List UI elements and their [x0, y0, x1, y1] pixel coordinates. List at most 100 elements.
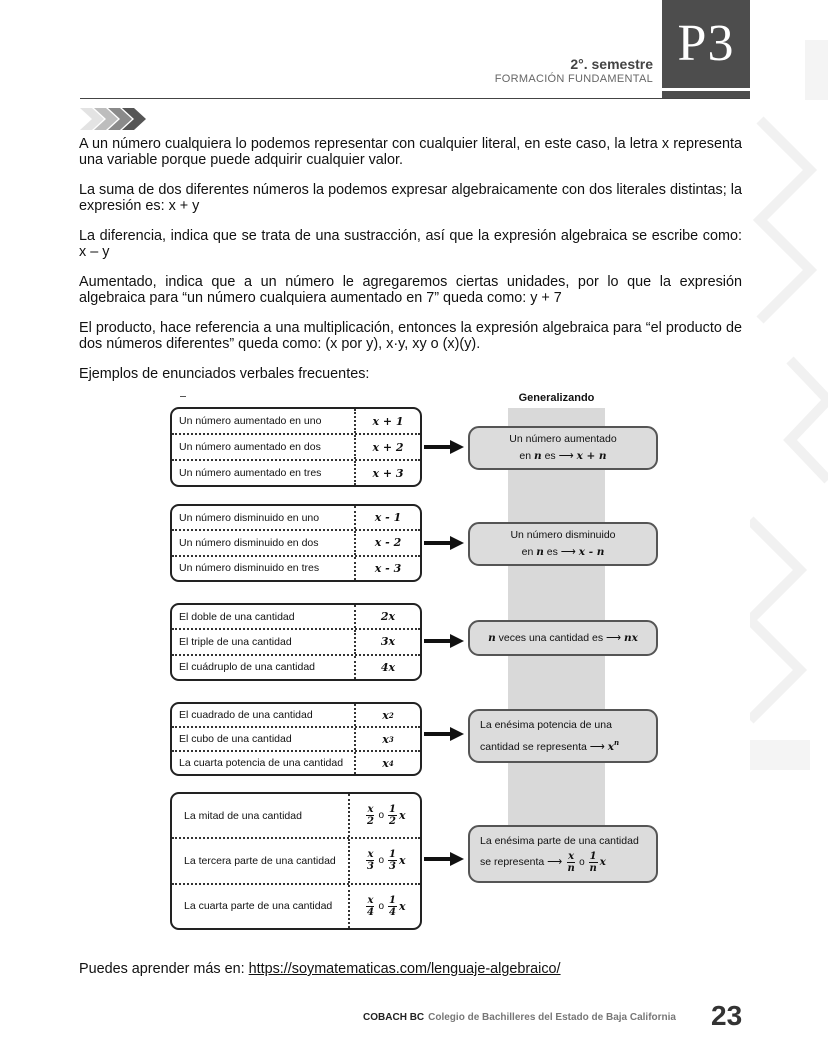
power-exponent: 3 [388, 734, 394, 744]
arrow-right-icon [424, 536, 464, 550]
section-badge: P3 [662, 0, 750, 88]
variable: x [398, 854, 406, 868]
phrase-cell: El triple de una cantidad [179, 635, 292, 648]
badge-underline [662, 91, 750, 98]
rule-text: es ⟶ [544, 450, 574, 462]
phrase-cell: Un número disminuido en tres [179, 562, 320, 575]
phrase-cell: Un número disminuido en dos [179, 536, 319, 549]
header-divider [80, 98, 750, 99]
semester-label: 2°. semestre [570, 56, 653, 72]
rule-text: en [519, 450, 532, 462]
chevron-arrows-icon [80, 108, 146, 130]
phrase-cell: La tercera parte de una cantidad [184, 854, 336, 867]
rule-line: La enésima parte de una cantidad [480, 835, 639, 847]
generalizing-title: Generalizando [518, 392, 595, 404]
paragraph-increased: Aumentado, indica que a un número le agr… [79, 274, 742, 306]
rule-text: cantidad se representa ⟶ [480, 740, 605, 753]
power-base: x [382, 732, 389, 746]
denominator: n [589, 862, 597, 874]
denominator: 3 [389, 861, 396, 873]
phrase-cell: Un número aumentado en dos [179, 441, 321, 453]
arrow-right-icon [424, 634, 464, 648]
learn-more-link[interactable]: https://soymatematicas.com/lenguaje-alge… [248, 961, 561, 977]
power-exponent: 4 [388, 758, 394, 768]
phrase-cell: Un número aumentado en uno [179, 415, 322, 427]
decorative-pattern [750, 40, 828, 770]
rule-line: en n es ⟶ x - n [522, 544, 605, 561]
arrow-right-icon [424, 852, 464, 866]
rule-expression: x + n [576, 450, 607, 462]
rule-text: en [521, 546, 534, 558]
rule-variable: n [534, 450, 542, 462]
paragraph-product: El producto, hace referencia a una multi… [79, 320, 742, 352]
power-base: x [382, 708, 389, 722]
or-word: o [378, 900, 384, 912]
rule-text: veces una cantidad es ⟶ [498, 631, 622, 644]
numerator: x [366, 894, 375, 907]
expression-cell: x - 1 [354, 506, 420, 530]
rule-line: en n es ⟶ x + n [519, 448, 606, 465]
general-rule-fractions: La enésima parte de una cantidad se repr… [468, 825, 658, 883]
denominator: 4 [366, 906, 374, 918]
general-rule-increased: Un número aumentado en n es ⟶ x + n [468, 426, 658, 470]
rule-line: Un número aumentado [509, 433, 617, 445]
rule-expression: x [607, 740, 614, 753]
rule-line: cantidad se representa ⟶ xn [480, 734, 619, 756]
denominator: n [567, 862, 575, 874]
arrow-right-icon [424, 727, 464, 741]
variable: x [398, 809, 406, 823]
learn-more: Puedes aprender más en: https://soymatem… [79, 961, 561, 977]
variable: x [599, 856, 606, 868]
or-word: o [378, 810, 384, 822]
rule-line: n veces una cantidad es ⟶ nx [488, 630, 638, 647]
rule-text: es ⟶ [546, 546, 576, 558]
rule-variable: n [488, 631, 496, 644]
rule-line: Un número disminuido [510, 529, 616, 541]
phrase-cell: El cubo de una cantidad [179, 733, 292, 745]
power-exponent: 2 [388, 710, 394, 720]
expression-cell: x + 2 [354, 435, 420, 459]
numerator: 1 [588, 850, 598, 863]
diagram-tick [180, 396, 186, 397]
general-rule-decreased: Un número disminuido en n es ⟶ x - n [468, 522, 658, 566]
or-word: o [579, 857, 585, 868]
paragraph-difference: La diferencia, indica que se trata de un… [79, 228, 742, 260]
or-word: o [378, 855, 384, 867]
power-base: x [382, 756, 389, 770]
expression-cell: x + 3 [354, 461, 420, 485]
paragraph-examples-intro: Ejemplos de enunciados verbales frecuent… [79, 366, 370, 382]
phrase-cell: Un número aumentado en tres [179, 467, 322, 479]
numerator: 1 [388, 849, 397, 862]
arrow-right-icon [424, 440, 464, 454]
numerator: x [366, 804, 375, 817]
rule-line: La enésima potencia de una [480, 718, 612, 731]
paragraph-sum: La suma de dos diferentes números la pod… [79, 182, 742, 214]
phrase-cell: La cuarta potencia de una cantidad [179, 757, 344, 769]
phrase-cell: El cuadrado de una cantidad [179, 709, 313, 721]
rule-text: se representa ⟶ [480, 856, 563, 868]
footer-brand: COBACH BC [363, 1012, 425, 1023]
denominator: 3 [366, 861, 374, 873]
